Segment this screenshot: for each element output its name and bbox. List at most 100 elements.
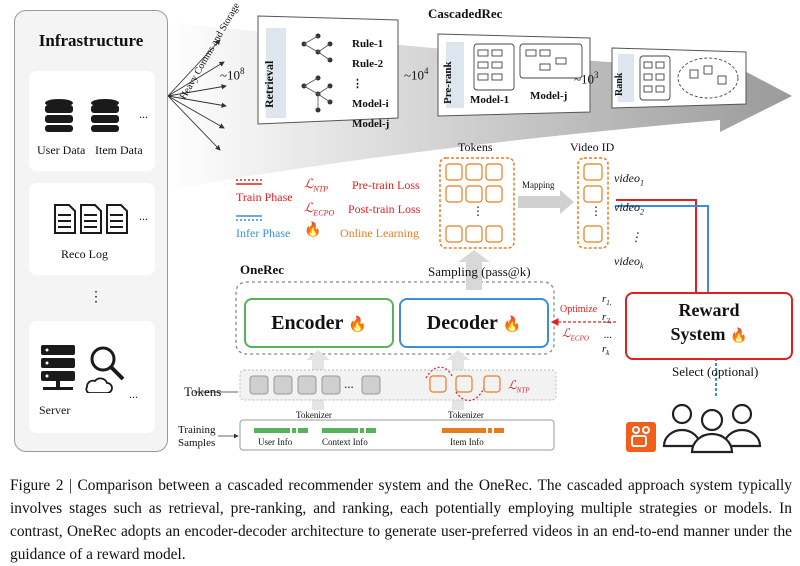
- info-bars: [254, 428, 504, 433]
- rank-label: Rank: [614, 72, 625, 96]
- count-3: ~103: [574, 70, 599, 87]
- data-card: ... User Data Item Data: [29, 71, 155, 171]
- mapping-label: Mapping: [522, 180, 555, 190]
- kuaishou-logo-mark: [631, 426, 650, 447]
- video-k: videok: [614, 253, 644, 271]
- video-id-cells: [583, 163, 603, 243]
- legend-train-phase: Train Phase: [236, 190, 293, 204]
- legend-lines: [236, 179, 262, 221]
- reward-rk: rk: [602, 343, 610, 358]
- reward-line2: System 🔥: [670, 324, 748, 344]
- legend-posttrain: Post-train Loss: [348, 202, 421, 216]
- tokens-bottom-item-cells: [429, 375, 501, 393]
- document-icon: [54, 204, 128, 234]
- vertical-ellipsis: ⋮: [89, 290, 103, 305]
- tokens-bottom-cells: [249, 375, 381, 395]
- tokens-top-cells: [445, 163, 503, 243]
- cascaded-title: CascadedRec: [428, 6, 503, 21]
- training-samples-line1: Training: [178, 424, 216, 436]
- reco-log-label: Reco Log: [61, 247, 108, 261]
- legend-pretrain: Pre-train Loss: [352, 178, 420, 192]
- server-card: ... Server: [29, 321, 155, 433]
- prerank-model-1: Model-1: [470, 94, 510, 106]
- data-ellipsis: ...: [139, 107, 148, 121]
- prerank-models: [473, 43, 583, 91]
- ntp-loop-arrows: [425, 366, 485, 402]
- optimize-label: Optimize: [560, 304, 598, 315]
- log-ellipsis: ...: [139, 209, 148, 223]
- users-icon: [662, 403, 762, 454]
- reward-r1: r1,: [602, 293, 612, 308]
- legend-infer-phase: Infer Phase: [236, 226, 291, 240]
- optimize-loss: ℒECPO: [562, 326, 589, 343]
- reward-line1: Reward: [678, 300, 740, 320]
- figure-caption: Figure 2 | Comparison between a cascaded…: [10, 477, 792, 563]
- retrieval-label: Retrieval: [262, 60, 276, 108]
- legend-l-ntp: ℒNTP: [304, 176, 329, 194]
- tokens-top-grid-border: [439, 157, 515, 249]
- decoder-box: Decoder 🔥: [399, 298, 549, 348]
- server-ellipsis: ...: [129, 387, 138, 401]
- video-vdots: ⋮: [630, 229, 642, 244]
- video-list: video1 video2 ⋮ videok: [614, 166, 644, 278]
- sampling-label: Sampling (pass@k): [428, 264, 531, 279]
- tokens-bottom-dots: ...: [344, 376, 354, 391]
- user-info-label: User Info: [258, 437, 293, 447]
- server-label: Server: [39, 403, 71, 417]
- tokens-bottom-loss: ℒNTP: [508, 378, 530, 395]
- legend-fire-icon: 🔥: [304, 223, 322, 238]
- retrieval-shade: [266, 28, 286, 118]
- count-1: ~108: [220, 66, 245, 83]
- count-2: ~104: [404, 66, 429, 83]
- item-info-label: Item Info: [450, 437, 484, 447]
- user-data-label: User Data: [37, 143, 86, 157]
- reward-values: r1, r2, ... rk: [602, 292, 612, 361]
- tokenizer-2: Tokenizer: [448, 410, 484, 420]
- encoder-label: Encoder 🔥: [271, 312, 367, 334]
- infer-connector: [616, 205, 709, 292]
- tokens-bottom-label: Tokens: [184, 384, 222, 399]
- server-icon: [41, 345, 125, 393]
- retrieval-panel: [257, 15, 399, 125]
- video-2: video2: [614, 200, 644, 217]
- sampling-arrow: [458, 250, 490, 290]
- diagram-canvas: [167, 15, 792, 454]
- mapping-arrow: [518, 190, 574, 214]
- rank-models: [639, 55, 739, 101]
- legend-online: Online Learning: [340, 226, 419, 240]
- tokenizer-1: Tokenizer: [296, 410, 332, 420]
- training-samples-row: [239, 419, 555, 451]
- video-1: video1: [614, 171, 644, 188]
- model-j: Model-j: [352, 118, 390, 130]
- decoder-label: Decoder 🔥: [426, 312, 522, 334]
- tokens-top-label: Tokens: [458, 140, 493, 154]
- encoder-box: Encoder 🔥: [244, 298, 394, 348]
- prerank-shade: [446, 42, 464, 108]
- onerec-title: OneRec: [240, 262, 285, 277]
- rule-1: Rule-1: [352, 38, 384, 50]
- context-info-label: Context Info: [322, 437, 368, 447]
- infrastructure-title: Infrastructure: [38, 31, 144, 50]
- train-connector: [616, 199, 697, 292]
- model-i: Model-i: [352, 98, 389, 110]
- item-data-label: Item Data: [95, 143, 143, 157]
- prerank-model-j: Model-j: [530, 90, 568, 102]
- rank-shade: [618, 54, 634, 102]
- prerank-label: Pre-rank: [442, 61, 454, 104]
- heavy-comms-lines: [167, 39, 227, 151]
- training-samples-label: Training Samples: [178, 424, 216, 450]
- rule-2: Rule-2: [352, 58, 384, 70]
- tokens-top-vdots: ⋮: [472, 204, 484, 218]
- training-samples-line2: Samples: [178, 437, 216, 449]
- legend-l-ecpo: ℒECPO: [304, 200, 335, 218]
- rank-panel: [611, 47, 747, 109]
- video-id-vdots: ⋮: [590, 204, 602, 218]
- reward-system-box: Reward System 🔥: [625, 292, 793, 360]
- reward-r2: r2,: [602, 311, 612, 326]
- database-icon: [45, 99, 119, 132]
- infrastructure-panel: Infrastructure ... User Data Item Data: [14, 10, 168, 452]
- tokens-bottom-row: [239, 369, 557, 401]
- onerec-model-border: [235, 281, 555, 355]
- video-id-label: Video ID: [570, 140, 615, 154]
- retrieval-rules: Rule-1 Rule-2 ⋮ Model-i Model-j: [352, 34, 389, 134]
